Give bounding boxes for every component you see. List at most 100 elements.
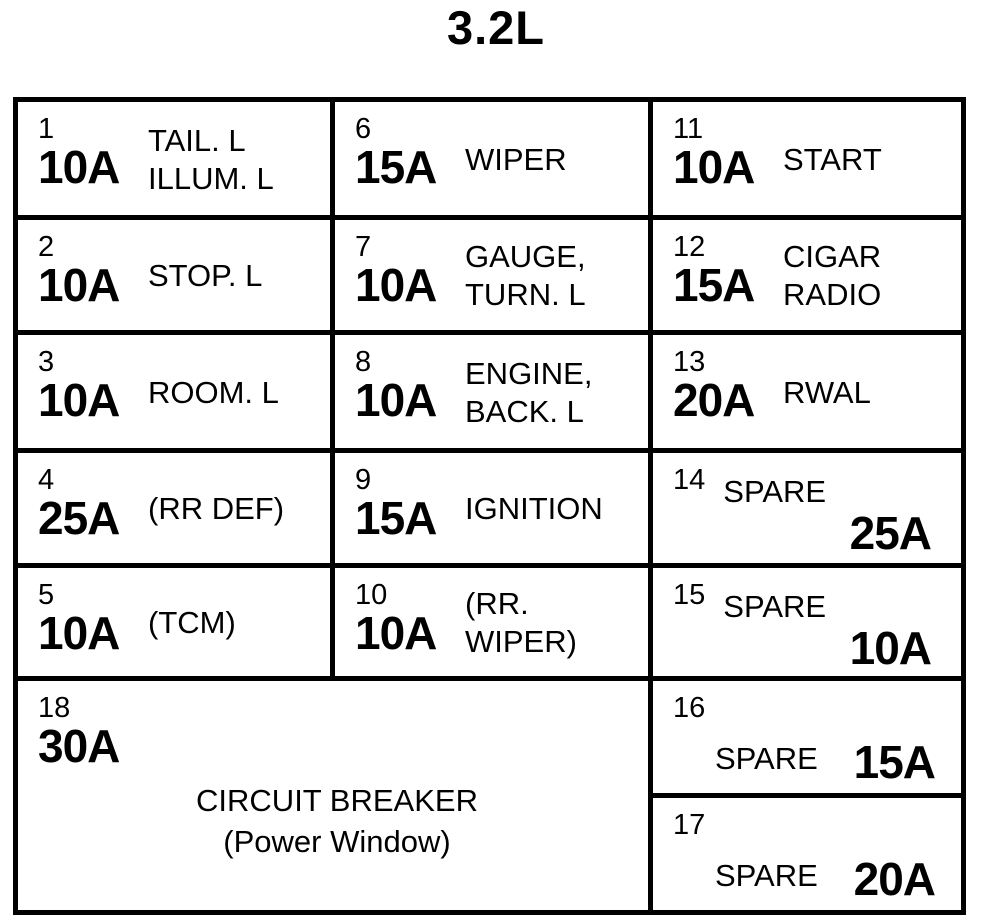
fuse-amp-rating: 20A (853, 853, 936, 905)
fuse-number: 2 (38, 231, 55, 263)
fuse-label: WIPER (465, 141, 567, 181)
fuse-number: 13 (673, 346, 706, 378)
fuse-amp-rating: 10A (355, 607, 437, 660)
fuse-amp-rating: 10A (38, 374, 120, 427)
fuse-amp-rating: 10A (38, 141, 120, 194)
spare-fuse-cell-15: 15 SPARE 10A (653, 568, 961, 676)
fuse-label-line2: TURN. L (465, 277, 586, 312)
fuse-amp-rating: 10A (849, 622, 932, 674)
fuse-label-line1: IGNITION (465, 491, 603, 527)
fuse-number: 8 (355, 346, 372, 378)
fuse-number: 12 (673, 231, 706, 263)
fuse-number: 3 (38, 346, 55, 378)
fuse-amp-rating: 15A (355, 492, 437, 545)
fuse-amp-rating: 10A (355, 374, 437, 427)
fuse-number: 17 (673, 809, 706, 841)
spare-label: SPARE (723, 474, 827, 509)
fuse-cell-13: 13 20A RWAL (653, 335, 961, 448)
fuse-number: 1 (38, 113, 55, 145)
circuit-breaker-label-line1: CIRCUIT BREAKER (196, 783, 478, 819)
fuse-cell-7: 7 10A GAUGE, TURN. L (335, 220, 648, 330)
fuse-cell-2: 2 10A STOP. L (18, 220, 330, 330)
fuse-amp-rating: 10A (38, 607, 120, 660)
fuse-12-id-amp: 12 15A (673, 232, 769, 322)
spare-fuse-cell-16: 16 SPARE 15A (653, 681, 961, 793)
fuse-amp-rating: 30A (38, 720, 120, 773)
spare-label-amp-row: SPARE 15A (673, 732, 949, 785)
circuit-breaker-label-line2: (Power Window) (223, 823, 451, 859)
fuse-amp-rating: 10A (355, 259, 437, 312)
fuse-5-id-amp: 5 10A (38, 580, 134, 668)
fuse-cell-9: 9 15A IGNITION (335, 453, 648, 563)
fuse-4-id-amp: 4 25A (38, 465, 134, 555)
fuse-cell-11: 11 10A START (653, 102, 961, 215)
spare-label: SPARE (715, 858, 818, 893)
fuse-amp-rating: 15A (355, 141, 437, 194)
fuse-number: 10 (355, 579, 388, 611)
fuse-label-line1: RWAL (783, 374, 871, 410)
fuse-cell-10: 10 10A (RR. WIPER) (335, 568, 648, 676)
engine-variant-title: 3.2L (446, 1, 546, 54)
fuse-number: 11 (673, 113, 704, 145)
fuse-11-id-amp: 11 10A (673, 114, 769, 207)
fuse-amp-rating: 15A (853, 736, 936, 788)
fuse-label-line2: RADIO (783, 277, 882, 312)
fuse-label: STOP. L (148, 257, 262, 297)
fuse-number: 14 (673, 464, 706, 496)
fuse-cell-6: 6 15A WIPER (335, 102, 648, 215)
spare-id-row: 15 SPARE (673, 580, 949, 625)
fuse-amp-rating: 25A (849, 507, 932, 559)
fuse-label: CIGAR RADIO (783, 238, 881, 316)
fuse-cell-3: 3 10A ROOM. L (18, 335, 330, 448)
fuse-label-line1: WIPER (465, 141, 567, 177)
fuse-label-line1: START (783, 141, 882, 177)
fuse-cell-5: 5 10A (TCM) (18, 568, 330, 676)
fuse-label-line1: ROOM. L (148, 374, 279, 410)
fuse-cell-1: 1 10A TAIL. L ILLUM. L (18, 102, 330, 215)
fuse-10-id-amp: 10 10A (355, 580, 451, 668)
fuse-6-id-amp: 6 15A (355, 114, 451, 207)
fuse-number: 7 (355, 231, 372, 263)
fuse-label: (RR DEF) (148, 490, 284, 530)
fuse-number: 9 (355, 464, 372, 496)
fuse-label: IGNITION (465, 490, 603, 530)
fuse-9-id-amp: 9 15A (355, 465, 451, 555)
fuse-label: ENGINE, BACK. L (465, 355, 592, 433)
spare-id-row: 14 SPARE (673, 465, 949, 510)
fuse-label-line1: (RR DEF) (148, 491, 285, 527)
fuse-number: 18 (38, 692, 71, 724)
fuse-label-line1: (TCM) (148, 605, 236, 641)
fuse-amp-rating: 10A (673, 141, 755, 194)
fuse-label-line2: BACK. L (465, 393, 584, 429)
spare-fuse-cell-17: 17 SPARE 20A (653, 798, 961, 910)
fuse-label-line1: (RR. (465, 586, 529, 622)
spare-label: SPARE (723, 589, 827, 624)
fuse-label: GAUGE, TURN. L (465, 238, 586, 316)
fuse-1-id-amp: 1 10A (38, 114, 134, 207)
fuse-number: 4 (38, 464, 55, 496)
fuse-number: 5 (38, 579, 55, 611)
fuse-number: 16 (673, 692, 706, 724)
fuse-label-line1: TAIL. L (148, 122, 246, 158)
fuse-amp-rating: 20A (673, 374, 755, 427)
fuse-label: TAIL. L ILLUM. L (148, 122, 274, 200)
fuse-8-id-amp: 8 10A (355, 347, 451, 440)
fuse-label: RWAL (783, 374, 871, 414)
fuse-label-line2: ILLUM. L (148, 160, 274, 196)
spare-label-amp-row: SPARE 20A (673, 849, 949, 902)
circuit-breaker-cell-18: 18 30A CIRCUIT BREAKER (Power Window) (18, 681, 648, 910)
fuse-cell-4: 4 25A (RR DEF) (18, 453, 330, 563)
fuse-label: START (783, 141, 882, 181)
fuse-amp-rating: 25A (38, 492, 120, 545)
fuse-label: (RR. WIPER) (465, 585, 577, 663)
fuse-label-line2: WIPER) (465, 624, 577, 659)
circuit-breaker-label: CIRCUIT BREAKER (Power Window) (38, 781, 636, 862)
fuse-2-id-amp: 2 10A (38, 232, 134, 322)
fuse-number: 15 (673, 579, 706, 611)
spare-label: SPARE (715, 741, 818, 776)
fuse-amp-rating: 10A (38, 259, 120, 312)
fuse-label-line1: STOP. L (148, 258, 263, 294)
fuse-amp-rating: 15A (673, 259, 755, 312)
fuse-label: ROOM. L (148, 374, 279, 414)
fuse-cell-12: 12 15A CIGAR RADIO (653, 220, 961, 330)
